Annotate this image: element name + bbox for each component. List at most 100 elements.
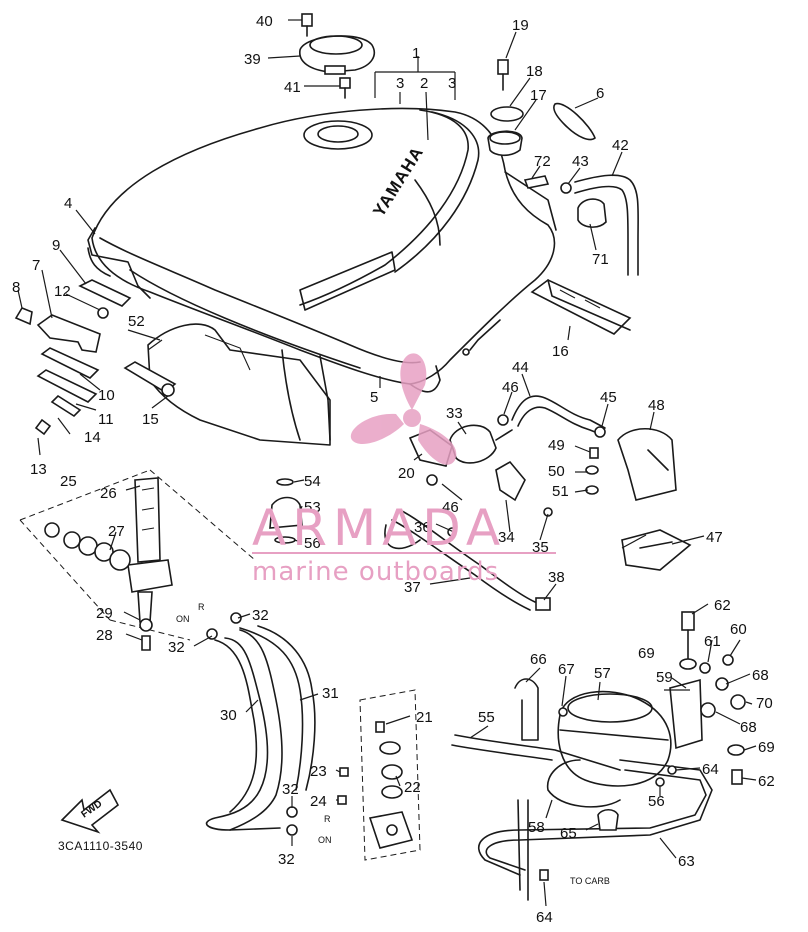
callout-9: 9 (52, 237, 60, 254)
callout-46-b: 46 (442, 499, 459, 516)
valve-on-label-2: ON (318, 835, 332, 845)
callout-39: 39 (244, 51, 261, 68)
callout-69-b: 69 (758, 739, 775, 756)
valve-reserve-label-1: R (198, 602, 205, 612)
callout-59: 59 (656, 669, 673, 686)
callout-67: 67 (558, 661, 575, 678)
rubber-damper (530, 279, 632, 335)
callout-60: 60 (730, 621, 747, 638)
callout-48: 48 (648, 397, 665, 414)
valve-on-label-1: ON (176, 614, 190, 624)
callout-68-b: 68 (740, 719, 757, 736)
callout-13: 13 (30, 461, 47, 478)
callout-66: 66 (530, 651, 547, 668)
callout-14: 14 (84, 429, 101, 446)
callout-32-a: 32 (252, 607, 269, 624)
callout-32-d: 32 (278, 851, 295, 868)
callout-68-a: 68 (752, 667, 769, 684)
callout-45: 45 (600, 389, 617, 406)
callout-57: 57 (594, 665, 611, 682)
callout-19: 19 (512, 17, 529, 34)
callout-8: 8 (12, 279, 20, 296)
fwd-arrow-icon: FWD (60, 788, 120, 834)
callout-38: 38 (548, 569, 565, 586)
callout-54: 54 (304, 473, 321, 490)
callout-58: 58 (528, 819, 545, 836)
watermark: ARMADA marine outboards (252, 353, 556, 587)
callout-47: 47 (706, 529, 723, 546)
callout-3-right: 3 (448, 75, 456, 92)
callout-65: 65 (560, 825, 577, 842)
callout-56-a: 56 (304, 535, 321, 552)
leader-lines (17, 19, 757, 907)
callout-44: 44 (512, 359, 529, 376)
callout-46-a: 46 (502, 379, 519, 396)
callout-31: 31 (322, 685, 339, 702)
callout-32-b: 32 (168, 639, 185, 656)
callout-24: 24 (310, 793, 327, 810)
callout-12: 12 (54, 283, 71, 300)
callout-27: 27 (108, 523, 125, 540)
drawing-code: 3CA1110-3540 (58, 839, 143, 853)
callout-25: 25 (60, 473, 77, 490)
callout-20: 20 (398, 465, 415, 482)
fuel-cock-assembly (19, 469, 256, 651)
vent-parts (487, 59, 639, 276)
callout-10: 10 (98, 387, 115, 404)
callout-61: 61 (704, 633, 721, 650)
tank-underside-cover (147, 323, 331, 446)
callout-3-left: 3 (396, 75, 404, 92)
callout-71: 71 (592, 251, 609, 268)
callout-21: 21 (416, 709, 433, 726)
callout-33: 33 (446, 405, 463, 422)
callout-52: 52 (128, 313, 145, 330)
callout-49: 49 (548, 437, 565, 454)
callout-26: 26 (100, 485, 117, 502)
callout-37: 37 (404, 579, 421, 596)
fuel-pump-canister (451, 611, 746, 901)
sub-fuel-cock (337, 689, 421, 861)
callout-40: 40 (256, 13, 273, 30)
fuel-hoses (205, 612, 316, 836)
callout-11: 11 (98, 411, 114, 428)
callout-36: 36 (414, 519, 431, 536)
callout-62-b: 62 (758, 773, 775, 790)
callout-6: 6 (596, 85, 604, 102)
propeller-logo-icon (350, 353, 457, 465)
watermark-title: ARMADA (252, 499, 506, 557)
callout-42: 42 (612, 137, 629, 154)
to-carb-label: TO CARB (570, 876, 610, 886)
callout-43: 43 (572, 153, 589, 170)
watermark-subtitle: marine outboards (252, 557, 499, 587)
callout-numbers: 1 2 3 3 4 5 6 7 8 9 10 11 12 13 14 15 16… (12, 13, 775, 926)
valve-reserve-label-2: R (324, 814, 331, 824)
callout-64-a: 64 (702, 761, 719, 778)
callout-7: 7 (32, 257, 40, 274)
callout-34: 34 (498, 529, 515, 546)
callout-23: 23 (310, 763, 327, 780)
fuel-cap-assembly (299, 13, 376, 99)
callout-56-b: 56 (648, 793, 665, 810)
callout-22: 22 (404, 779, 421, 796)
callout-63: 63 (678, 853, 695, 870)
callout-1: 1 (412, 45, 420, 62)
callout-72: 72 (534, 153, 551, 170)
callout-69-a: 69 (638, 645, 655, 662)
callout-62-a: 62 (714, 597, 731, 614)
callout-32-c: 32 (282, 781, 299, 798)
tank-brand-marking: YAMAHA (369, 143, 427, 220)
callout-2: 2 (420, 75, 428, 92)
callout-35: 35 (532, 539, 549, 556)
callout-53: 53 (304, 499, 321, 516)
callout-28: 28 (96, 627, 113, 644)
callout-18: 18 (526, 63, 543, 80)
callout-70: 70 (756, 695, 773, 712)
callout-16: 16 (552, 343, 569, 360)
callout-50: 50 (548, 463, 565, 480)
mounting-brackets (14, 279, 177, 436)
callout-51: 51 (552, 483, 569, 500)
callout-4: 4 (64, 195, 72, 212)
callout-29: 29 (96, 605, 113, 622)
callout-5: 5 (370, 389, 378, 406)
